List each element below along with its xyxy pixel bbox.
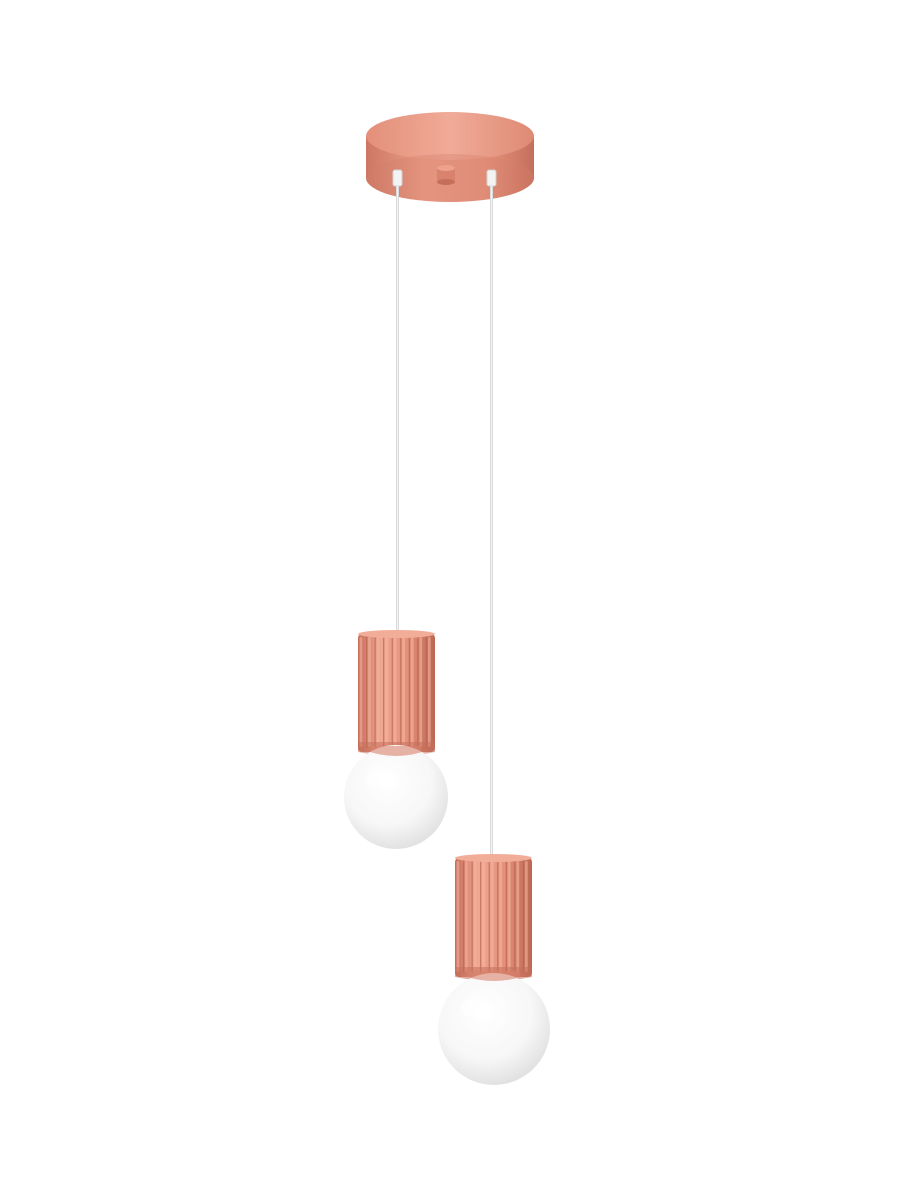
socket-flute-highlight <box>359 637 363 747</box>
canopy-top <box>366 112 534 160</box>
socket-flute-highlight <box>482 861 485 972</box>
glass-bulb-left <box>344 745 448 849</box>
cord-connector-left <box>392 169 403 187</box>
socket-flute-highlight <box>385 637 388 747</box>
cord-connector-right <box>486 169 497 187</box>
round-canopy <box>366 112 534 202</box>
canopy-knob <box>437 165 455 185</box>
socket-flute-highlight <box>507 861 511 972</box>
socket-flute-highlight <box>490 861 494 972</box>
pendant-left <box>344 630 448 849</box>
socket-flute-highlight <box>465 861 468 972</box>
glass-bulb-right <box>438 971 550 1085</box>
socket-flute-highlight <box>368 637 371 747</box>
socket-flute-highlight <box>516 861 520 972</box>
socket-flute-highlight <box>376 637 380 747</box>
socket-flute-highlight <box>427 637 431 747</box>
socket-flute-highlight <box>419 637 423 747</box>
socket-flute-highlight <box>456 861 460 972</box>
socket-flute-highlight <box>524 861 528 972</box>
socket-flute-highlight <box>402 637 406 747</box>
socket-flute-highlight <box>499 861 503 972</box>
cords <box>396 186 493 858</box>
socket-flute-highlight <box>473 861 477 972</box>
fluted-socket-left <box>358 630 435 756</box>
socket-flute-highlight <box>410 637 414 747</box>
pendant-right <box>438 854 550 1085</box>
socket-flute-highlight <box>393 637 397 747</box>
fluted-socket-right <box>455 854 532 981</box>
